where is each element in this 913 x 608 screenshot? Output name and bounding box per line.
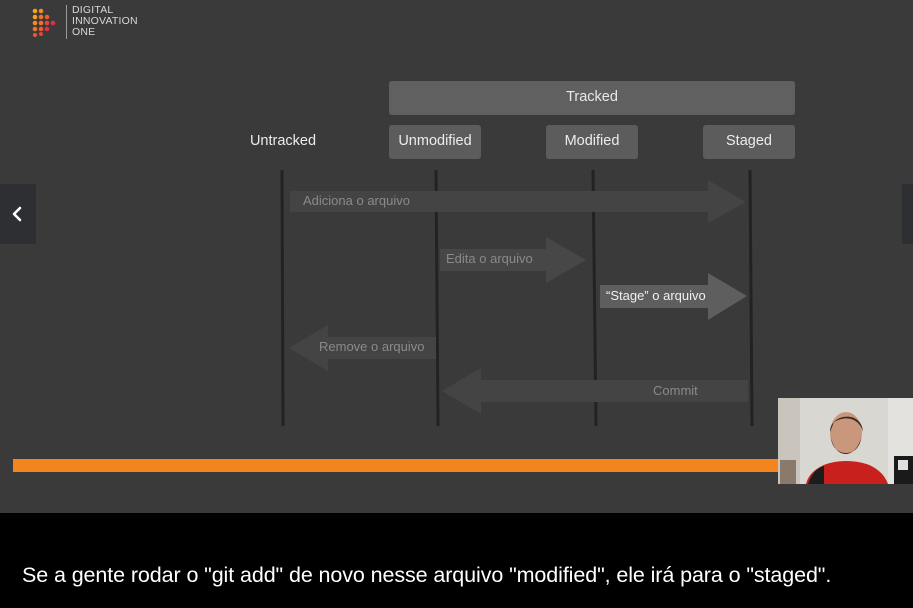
arrow-add [290, 180, 746, 223]
instructor-webcam [778, 398, 913, 484]
dio-logo-icon [32, 8, 56, 37]
presentation-slide: DIGITAL INNOVATION ONE Tracked Untracked… [0, 0, 913, 513]
arrow-edit [440, 237, 586, 283]
caption-area: Se a gente rodar o "git add" de novo nes… [0, 513, 913, 608]
transition-label-edit: Edita o arquivo [446, 251, 533, 266]
logo-line-1: DIGITAL [72, 4, 114, 16]
transition-label-add: Adiciona o arquivo [303, 193, 410, 208]
state-modified: Modified [546, 125, 638, 159]
git-lifecycle-diagram [280, 169, 754, 427]
instructor-video-frame [778, 398, 913, 484]
arrow-stage [600, 273, 747, 320]
previous-button[interactable] [0, 184, 36, 244]
transition-label-commit: Commit [653, 383, 698, 398]
chevron-left-icon [12, 206, 22, 222]
dio-logo: DIGITAL INNOVATION ONE [30, 3, 160, 41]
logo-wordmark: DIGITAL INNOVATION ONE [72, 5, 138, 38]
logo-divider [66, 5, 67, 39]
lifeline-untracked [280, 169, 285, 427]
next-button[interactable] [902, 184, 913, 244]
tracked-group-label: Tracked [389, 81, 795, 115]
transition-label-remove: Remove o arquivo [319, 339, 425, 354]
state-untracked: Untracked [249, 133, 317, 149]
transition-label-stage: “Stage” o arquivo [606, 288, 706, 303]
state-unmodified: Unmodified [389, 125, 481, 159]
arrow-remove [289, 325, 436, 371]
lifeline-unmodified [434, 169, 440, 427]
video-progress-bar[interactable] [13, 459, 780, 472]
logo-line-2: INNOVATION [72, 15, 138, 27]
subtitle-caption: Se a gente rodar o "git add" de novo nes… [22, 563, 832, 587]
lifeline-staged [748, 169, 754, 427]
arrow-commit [442, 368, 748, 414]
logo-line-3: ONE [72, 26, 96, 38]
state-staged: Staged [703, 125, 795, 159]
